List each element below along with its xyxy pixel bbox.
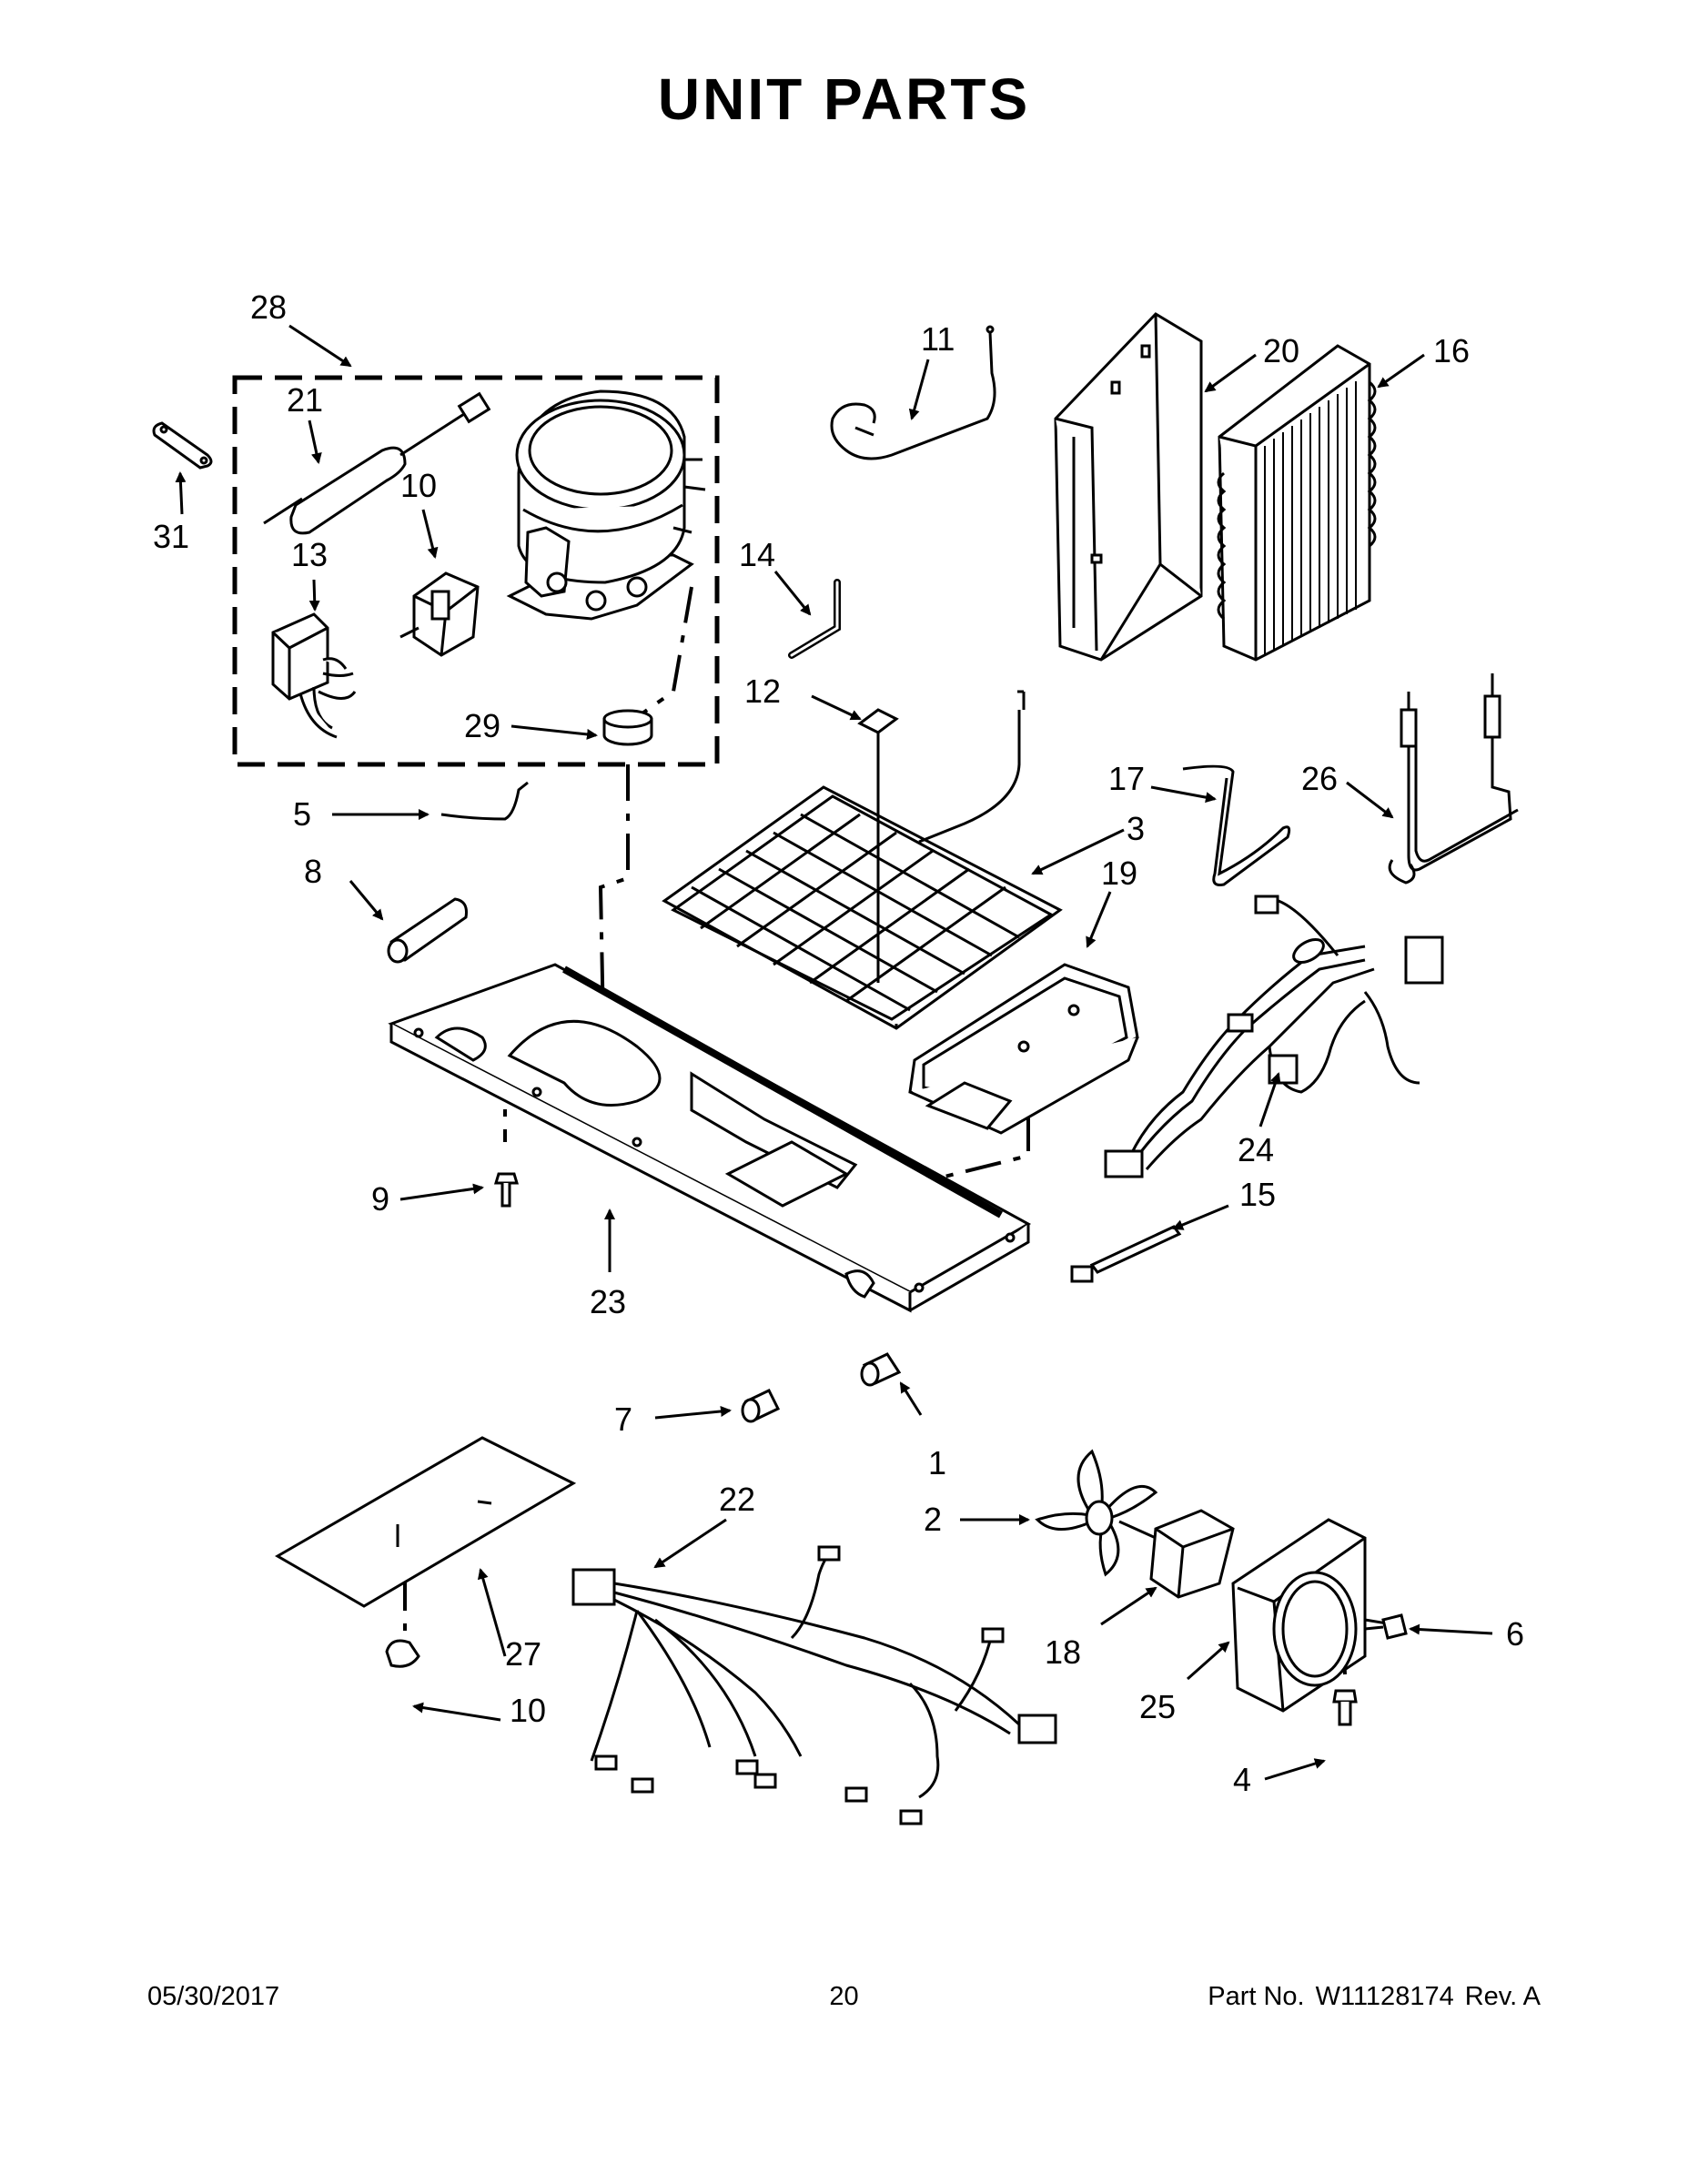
- power-cord-harness-part-24: [1104, 895, 1444, 1178]
- callout-5: 5: [293, 795, 311, 833]
- callout-2: 2: [924, 1501, 942, 1538]
- capillary-tube-part-11: [830, 325, 996, 460]
- callout-3: 3: [1127, 810, 1145, 847]
- fan-blade-part-2: [1035, 1449, 1158, 1577]
- callout-25: 25: [1139, 1688, 1176, 1725]
- fan-motor-part-18: [1118, 1509, 1235, 1599]
- callout-7: 7: [614, 1400, 632, 1438]
- fan-shroud-part-25: [1231, 1518, 1393, 1713]
- callout-28: 28: [250, 288, 287, 326]
- tie-strap-part-15: [1070, 1225, 1182, 1283]
- compressor-kit-dashed-box: [232, 375, 720, 767]
- callout-11: 11: [921, 320, 955, 358]
- bushing-part-7: [741, 1389, 781, 1423]
- callout-labels: 28 21 31 10 13 29 5 8 9 23 11 20 16 14 1…: [153, 288, 1524, 1798]
- tube-elbow-part-14: [788, 579, 841, 659]
- drain-pan-part-19: [908, 963, 1139, 1135]
- callout-10-lower: 10: [510, 1692, 546, 1729]
- condenser-coil-part-3: [662, 690, 1063, 1030]
- wire-harness-part-22: [571, 1545, 1057, 1825]
- filter-drier-part-21: [263, 391, 491, 535]
- capacitor-part-13: [271, 612, 357, 739]
- callout-15: 15: [1239, 1176, 1276, 1213]
- callout-27: 27: [505, 1635, 541, 1673]
- tube-sleeve-part-8: [387, 897, 468, 964]
- part-number: W11128174: [1315, 1982, 1454, 2011]
- footer-page-number: 20: [829, 1982, 859, 2011]
- callout-10: 10: [400, 467, 437, 504]
- bushing-part-1: [860, 1352, 902, 1387]
- footer-part-info: Part No. W11128174 Rev. A: [1197, 1982, 1541, 2012]
- callout-6: 6: [1506, 1615, 1524, 1653]
- callout-13: 13: [291, 536, 328, 573]
- callout-31: 31: [153, 518, 189, 555]
- callout-23: 23: [590, 1283, 626, 1320]
- base-plate-part-23: [388, 963, 1032, 1313]
- grommet-part-29: [602, 709, 653, 746]
- callout-20: 20: [1263, 332, 1299, 369]
- callout-4: 4: [1233, 1761, 1251, 1798]
- callout-19: 19: [1101, 854, 1137, 892]
- clip-part-31: [152, 421, 213, 470]
- evaporator-cover-part-20: [1054, 312, 1203, 662]
- page-title: UNIT PARTS: [657, 66, 1031, 132]
- callout-12: 12: [744, 672, 781, 710]
- screw-part-9: [493, 1172, 520, 1208]
- part-number-label: Part No.: [1208, 1982, 1305, 2011]
- callout-14: 14: [739, 536, 775, 573]
- callout-22: 22: [719, 1481, 755, 1518]
- callout-21: 21: [287, 381, 323, 419]
- footer-date: 05/30/2017: [147, 1982, 280, 2011]
- callout-29: 29: [464, 707, 500, 744]
- compressor: [506, 389, 706, 621]
- callout-18: 18: [1045, 1633, 1081, 1671]
- tube-assembly-part-26: [1388, 673, 1519, 885]
- screw-part-6: [1364, 1613, 1408, 1640]
- relay-part-10: [399, 571, 480, 657]
- screw-part-4: [1332, 1689, 1358, 1726]
- callout-16: 16: [1433, 332, 1470, 369]
- revision: Rev. A: [1464, 1982, 1541, 2011]
- callout-17: 17: [1108, 760, 1145, 797]
- wire-clip-part-5: [440, 781, 529, 821]
- evaporator-coil-part-16: [1217, 344, 1377, 662]
- tube-clip-part-17: [1182, 764, 1291, 886]
- callout-8: 8: [304, 853, 322, 890]
- callout-26: 26: [1301, 760, 1338, 797]
- clip-part-10-lower: [385, 1639, 420, 1668]
- callout-9: 9: [371, 1180, 389, 1218]
- leader-arrows: [175, 324, 1493, 1781]
- insulation-sheet-part-27: [275, 1436, 577, 1608]
- callout-24: 24: [1238, 1131, 1274, 1168]
- callout-1: 1: [928, 1444, 946, 1481]
